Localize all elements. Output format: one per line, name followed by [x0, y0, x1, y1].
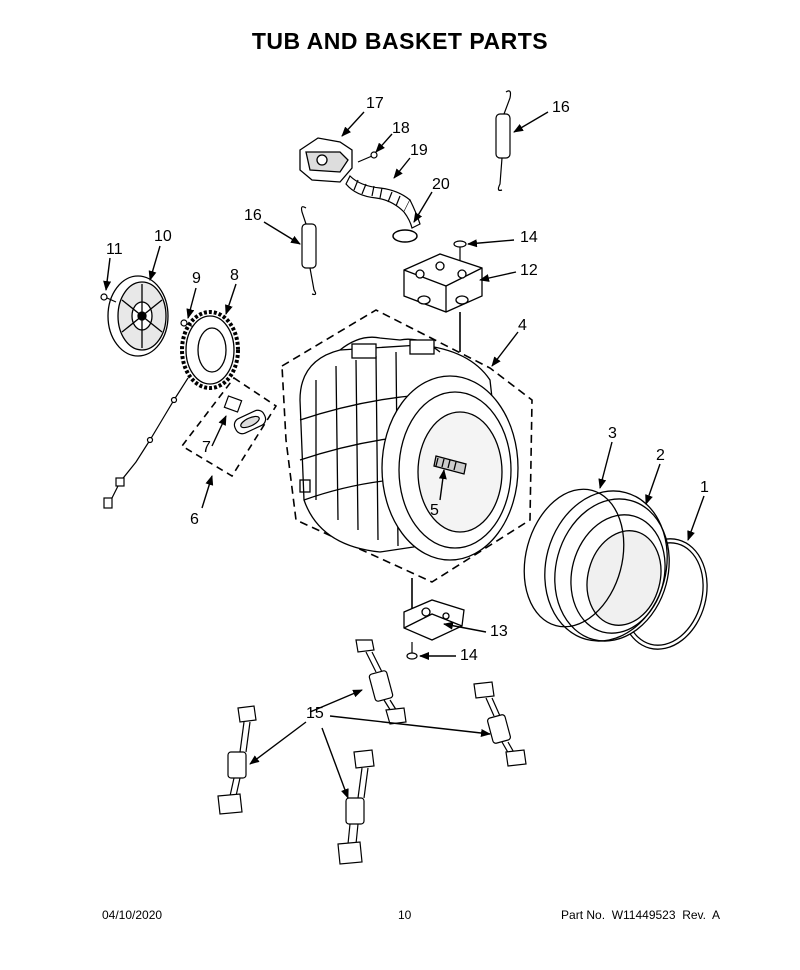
- part-5-basket: [381, 375, 519, 561]
- callout-19: 19: [410, 142, 428, 159]
- callout-10: 10: [154, 228, 172, 245]
- callout-15: 15: [306, 705, 324, 722]
- callout-14-top: 14: [520, 229, 538, 246]
- callout-8: 8: [230, 267, 239, 284]
- callout-leaders: [103, 111, 705, 799]
- callout-14-bottom: 14: [460, 647, 478, 664]
- callout-3: 3: [608, 425, 617, 442]
- part-15-shock-2: [473, 681, 527, 767]
- part-18-screw: [357, 151, 378, 163]
- part-15-shock-4: [337, 749, 375, 865]
- part-3-outer-ring: [523, 488, 625, 628]
- callout-4: 4: [518, 317, 527, 334]
- callout-5: 5: [430, 502, 439, 519]
- callout-9: 9: [192, 270, 201, 287]
- part-20-clamp: [392, 229, 418, 243]
- callout-16-left: 16: [244, 207, 262, 224]
- callout-20: 20: [432, 176, 450, 193]
- part-15-shock-1: [355, 639, 407, 725]
- part-16-spring-left: [300, 206, 317, 296]
- callout-6: 6: [190, 511, 199, 528]
- callout-11: 11: [106, 241, 123, 258]
- part-11-bolt: [100, 293, 117, 303]
- callout-2: 2: [656, 447, 665, 464]
- wire-harness: [103, 377, 189, 509]
- callout-7: 7: [202, 439, 211, 456]
- part-2-bellow: [544, 490, 670, 642]
- footer-date: 04/10/2020: [102, 908, 163, 922]
- part-4-tub-boundary: [281, 309, 533, 583]
- part-16-spring-upper: [495, 90, 512, 191]
- callout-17: 17: [366, 95, 384, 112]
- page-title: TUB AND BASKET PARTS: [251, 28, 549, 54]
- part-7-sensor: [223, 395, 267, 435]
- part-8-stator: [180, 310, 240, 390]
- part-12-counterweight: [403, 253, 483, 313]
- footer-page-number: 10: [398, 908, 412, 922]
- callout-12: 12: [520, 262, 538, 279]
- callout-16-upper: 16: [552, 99, 570, 116]
- callout-1: 1: [700, 479, 709, 496]
- part-14-bolt-bottom: [406, 642, 418, 660]
- part-15-shock-3: [217, 705, 257, 815]
- callout-13: 13: [490, 623, 508, 640]
- footer-part-number: Part No. W11449523 Rev. A: [561, 908, 720, 922]
- part-10-rotor: [107, 275, 169, 357]
- part-17-housing: [299, 137, 353, 183]
- part-13-lower-weight: [403, 599, 465, 641]
- callout-18: 18: [392, 120, 410, 137]
- part-19-hose: [345, 174, 421, 229]
- part-6-kit-boundary: [180, 376, 278, 478]
